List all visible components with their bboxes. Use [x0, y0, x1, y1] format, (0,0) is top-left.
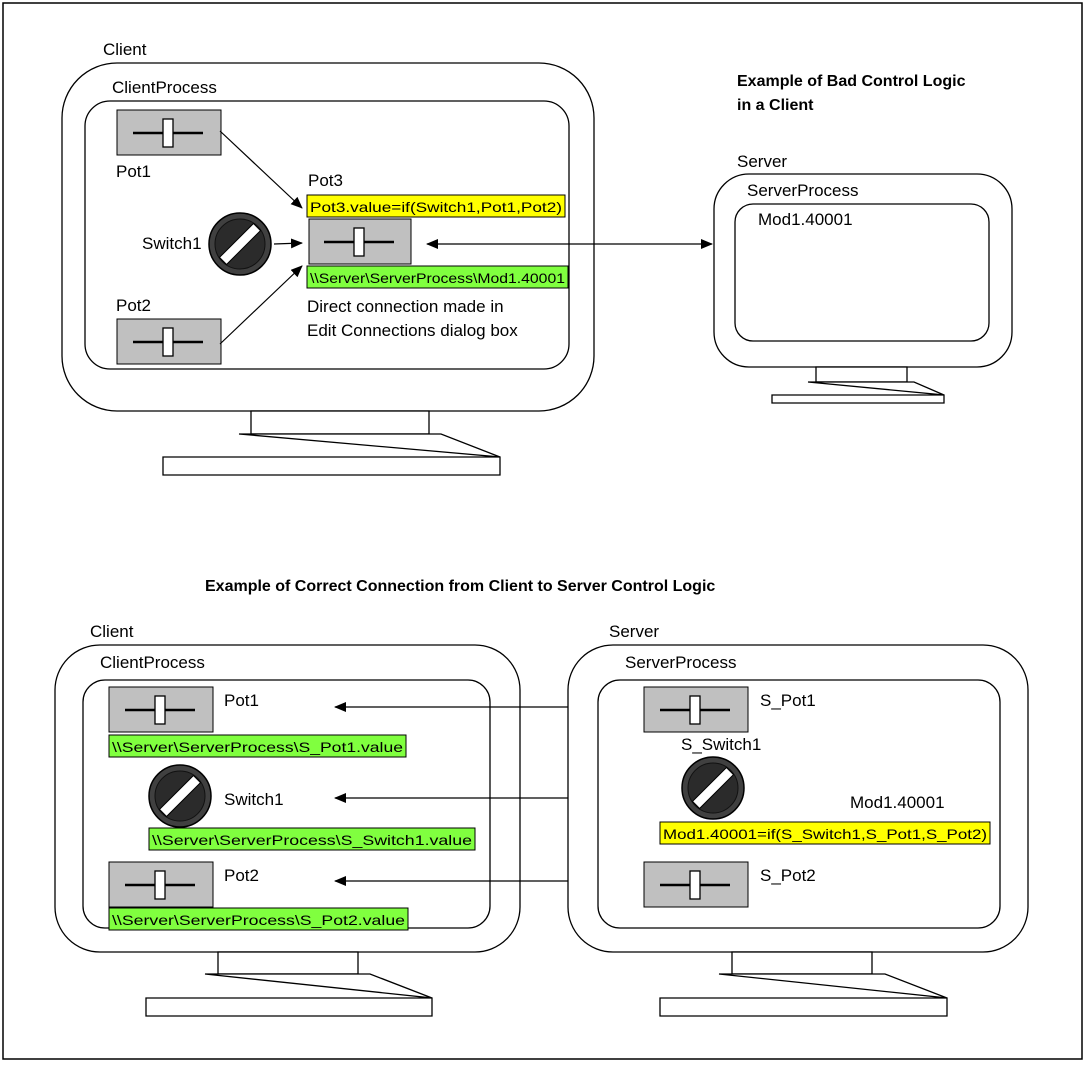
top-title-line1: Example of Bad Control Logic: [737, 73, 966, 90]
bottom-s-switch1-knob[interactable]: [681, 756, 745, 820]
top-pot2-label: Pot2: [116, 296, 151, 315]
top-server-monitor-base: [771, 381, 945, 404]
top-server-monitor: Server ServerProcess Mod1.40001: [713, 152, 1013, 404]
bottom-pot2-path: \\Server\ServerProcess\S_Pot2.value: [112, 912, 405, 928]
arrow-switch1-to-pot3: [273, 238, 303, 249]
top-pot1-slider[interactable]: [116, 109, 222, 156]
top-server-process-panel: [734, 203, 990, 342]
top-pot3-label: Pot3: [308, 171, 343, 190]
top-pot1-label: Pot1: [116, 162, 151, 181]
top-client-monitor-neck: [250, 410, 430, 435]
bottom-switch1-path: \\Server\ServerProcess\S_Switch1.value: [152, 832, 472, 848]
bottom-s-pot2-label: S_Pot2: [760, 866, 816, 885]
top-expression-text: Pot3.value=if(Switch1,Pot1,Pot2): [310, 199, 562, 215]
top-client-monitor-base: [162, 433, 501, 476]
bottom-switch1-label: Switch1: [224, 790, 284, 809]
bottom-pot1-path: \\Server\ServerProcess\S_Pot1.value: [112, 739, 403, 755]
arrow-pot2-to-pot3: [219, 265, 303, 345]
top-note-line1: Direct connection made in: [307, 297, 504, 316]
top-server-monitor-neck: [815, 366, 908, 383]
top-pot2-slider[interactable]: [116, 318, 222, 365]
bottom-server-monitor: Server ServerProcess: [567, 622, 1029, 1017]
rotary-knob-icon: [208, 212, 272, 276]
bottom-pot1-tag: [108, 734, 407, 758]
top-server-label: Server: [737, 152, 787, 171]
bottom-server-label: Server: [609, 622, 659, 641]
top-title-line2: in a Client: [737, 97, 814, 114]
bottom-switch1-tag: [148, 827, 476, 851]
top-server-register: Mod1.40001: [758, 210, 853, 229]
top-expression-tag: [306, 194, 566, 218]
bottom-client-process-label: ClientProcess: [100, 653, 205, 672]
top-connection-tag: [306, 265, 569, 289]
bottom-client-label: Client: [90, 622, 134, 641]
bottom-server-monitor-base: [659, 973, 948, 1017]
bottom-expression-text: Mod1.40001=if(S_Switch1,S_Pot1,S_Pot2): [663, 826, 987, 842]
bottom-server-process-label: ServerProcess: [625, 653, 736, 672]
bottom-s-pot2-slider[interactable]: [643, 861, 749, 908]
bottom-client-monitor-base: [145, 973, 433, 1017]
bottom-server-monitor-neck: [731, 951, 873, 975]
bottom-pot2-label: Pot2: [224, 866, 259, 885]
top-connection-text: \\Server\ServerProcess\Mod1.40001: [310, 270, 565, 286]
arrow-pot1-to-pot3: [219, 130, 303, 209]
bottom-pot2-slider[interactable]: [108, 861, 214, 908]
top-pot3-slider[interactable]: [308, 218, 412, 265]
top-server-process-label: ServerProcess: [747, 181, 858, 200]
bottom-pot1-label: Pot1: [224, 691, 259, 710]
bottom-expression-tag: [659, 821, 991, 845]
bottom-s-pot1-label: S_Pot1: [760, 691, 816, 710]
bottom-switch1-knob[interactable]: [148, 764, 212, 828]
bottom-pot1-slider[interactable]: [108, 686, 214, 733]
top-note-line2: Edit Connections dialog box: [307, 321, 518, 340]
bottom-title: Example of Correct Connection from Clien…: [205, 578, 715, 595]
rotary-knob-icon: [148, 764, 212, 828]
bottom-pot2-tag: [108, 907, 409, 931]
rotary-knob-icon: [681, 756, 745, 820]
bottom-s-pot1-slider[interactable]: [643, 686, 749, 733]
bottom-server-register: Mod1.40001: [850, 793, 945, 812]
bottom-client-monitor: Client ClientProcess: [54, 622, 521, 1017]
top-switch1-knob[interactable]: [208, 212, 272, 276]
bottom-s-switch1-label: S_Switch1: [681, 735, 761, 754]
top-client-label: Client: [103, 40, 147, 59]
bottom-client-monitor-neck: [217, 951, 359, 975]
top-switch1-label: Switch1: [142, 234, 202, 253]
top-client-process-label: ClientProcess: [112, 78, 217, 97]
